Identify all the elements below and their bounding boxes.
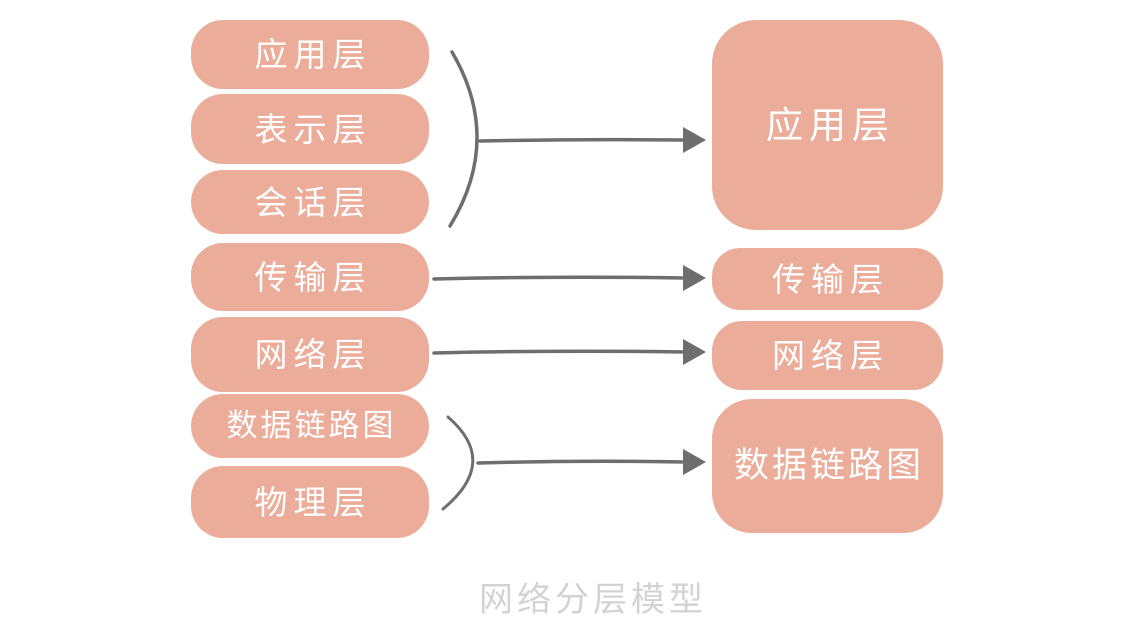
arrow-head-application: [683, 127, 706, 153]
simplified-transport-layer-box: 传输层: [712, 248, 943, 310]
simplified-application-layer-box: 应用层: [712, 20, 943, 230]
simplified-network-layer-box: 网络层: [712, 321, 943, 390]
arrow-head-network: [683, 339, 706, 365]
arrow-line-transport: [432, 275, 686, 281]
arrow-line-network: [432, 349, 686, 355]
osi-session-layer-box: 会话层: [191, 170, 429, 234]
group-brace-bottom: [441, 415, 475, 511]
osi-application-layer-box: 应用层: [191, 20, 429, 89]
osi-datalink-layer-box: 数据链路图: [191, 394, 429, 458]
osi-presentation-layer-box: 表示层: [191, 94, 429, 164]
osi-network-layer-box: 网络层: [191, 317, 429, 392]
group-brace-top: [448, 50, 479, 228]
osi-transport-layer-box: 传输层: [191, 243, 429, 311]
arrow-head-transport: [683, 265, 706, 291]
arrow-head-datalink: [683, 449, 706, 475]
osi-physical-layer-box: 物理层: [191, 466, 429, 538]
arrow-line-datalink: [476, 459, 686, 465]
simplified-datalink-layer-box: 数据链路图: [712, 399, 943, 533]
diagram-title: 网络分层模型: [479, 580, 707, 620]
arrow-line-application: [478, 137, 686, 143]
